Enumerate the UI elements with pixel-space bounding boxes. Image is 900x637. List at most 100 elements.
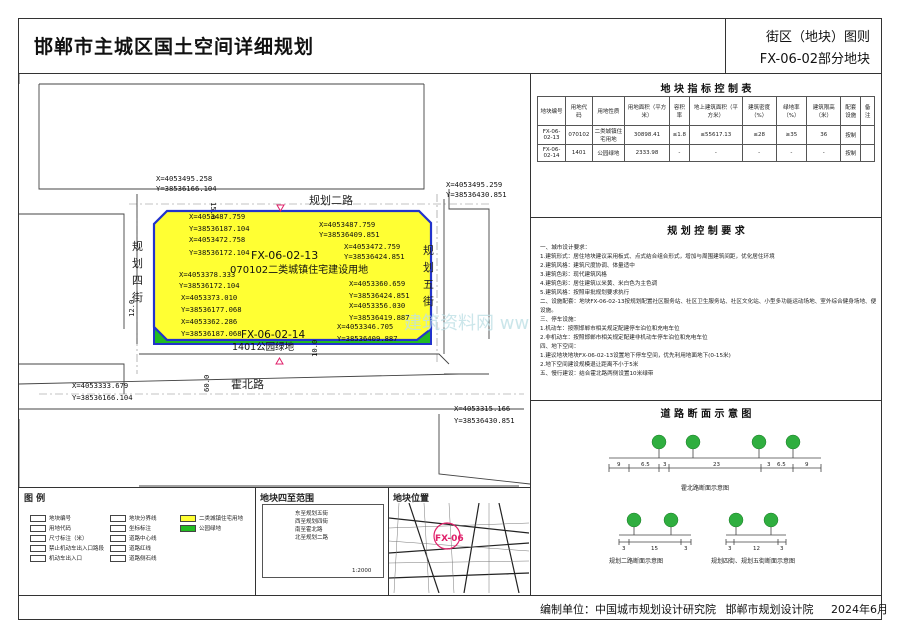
text-label: 2333.98 [624,144,670,162]
text-label: ≤1.8 [668,125,690,145]
legend-title: 图 例 [24,494,46,504]
text-label: X=4053373.010 [181,293,237,302]
section-dim: 3 [767,462,771,468]
text-label: 2.地下空间建设规模退让距离不小于5米 [540,362,639,368]
text-label: 2.建筑风格：建筑尺度协调、体量适中 [540,263,635,269]
watermark: 建筑资料网 www.ljia.com [404,313,530,334]
section-dim: 3 [728,546,732,552]
text-label: 二、设施配套：地块FX-06-02-13按规划配置社区服务站、社区卫生服务站、社… [540,299,876,305]
text-label: Y=38536187.068 [181,329,242,338]
text-label: 容积率 [668,96,690,126]
text-label: X=4053360.659 [349,279,405,288]
road-name-north: 规划二路 [309,193,353,207]
parcel-map: 15.0 12.0 10.0 60.0 规划二路 霍北路 规 划 四 街 规 划… [19,74,530,487]
text-label: 按制 [840,125,862,145]
text-label: 备注 [860,96,875,126]
footer-divider [18,595,882,596]
legend-swatch [110,535,126,542]
section-dim: 6.5 [641,462,650,468]
legend-item: 道路中心线 [110,534,157,542]
range-divider [388,487,389,595]
legend-item: 尺寸标注（米） [30,534,88,542]
text-label: FX-06-02-13 [536,125,567,145]
text-label: 1.建筑形式：居住地块建议采用板式、点式结合组合形式，增加与周围建筑间距，优化居… [540,254,775,260]
footer-prefix: 编制单位： [540,603,595,616]
text-label: 五 [423,278,434,291]
location-title: 地块位置 [393,494,430,504]
parcel-2-use: 1401公园绿地 [232,341,295,353]
text-label: 用地面积（平方米） [624,96,670,126]
scale-label: 1:2000 [352,568,372,574]
location-highlight [433,522,461,550]
location-label: FX-06 [435,534,464,544]
section-caption-right: 规划四街、规划五街断面示意图 [711,557,795,565]
legend-divider [255,487,256,595]
text-label: 街 [423,294,434,308]
text-label: 南至霍北路 [295,527,323,533]
section-dim: 23 [713,462,720,468]
text-label: 3.建筑色彩：现代建筑风格 [540,272,607,278]
text-label: Y=38536430.851 [446,190,507,199]
footer-date: 2024年6月 [831,603,888,616]
text-label: X=4053346.705 [337,322,393,331]
footer-org-2: 邯郸市规划设计院 [725,603,814,616]
table-divider [530,217,882,218]
parcel-park [153,324,432,345]
text-label: ≥35 [775,125,808,145]
text-label: 禁止机动车出入口路段 [49,546,105,552]
text-label: 地块编号 [536,96,567,126]
text-label: ≤28 [741,125,777,145]
text-label: 五、慢行建设：结合霍北路两侧设置10米绿带 [540,371,654,377]
legend-item: 道路侧石线 [110,554,157,562]
text-label: 一、城市设计要求： [540,245,591,251]
text-label: 东至规划五街 [295,511,329,517]
text-label: Y=38536166.104 [72,393,133,402]
text-label: 地上建筑面积（平方米） [688,96,743,126]
section-dim: 6.5 [777,462,786,468]
text-label: 5.建筑风格：按照审批规划要求执行 [540,290,630,296]
text-label: X=4053315.166 [454,404,510,413]
text-label: X=4053472.759 [344,242,400,251]
text-label: 2.非机动车：按照邯郸市相关规定配建非机动车停车泊位和充电车位 [540,335,708,341]
text-label: 1.机动车：按照邯郸市相关规定配建停车泊位和充电车位 [540,326,680,332]
legend-item: 地块编号 [30,514,71,522]
header-divider [18,73,882,74]
legend-item: 机动车出入口 [30,554,82,562]
legend-item: 坐标标注 [110,524,151,532]
road-section-diagrams: 9 6.5 3 23 3 6.5 9 3 15 3 3 12 3 霍北路断面示意… [608,434,822,565]
text-label: Y=38536187.104 [189,224,250,233]
text-label: 尺寸标注（米） [49,536,88,542]
road-name-west: 规 划 四 街 [132,239,143,304]
legend-swatch [30,535,46,542]
text-label: 机动车出入口 [49,556,83,562]
text-label: 用地性质 [591,96,626,126]
legend-swatch [180,515,196,522]
footer-org-1: 中国城市规划设计研究院 [595,603,716,616]
text-label: X=4053487.759 [189,212,245,221]
text-label: 划 [132,257,143,270]
req-divider [530,400,882,401]
text-label: FX-06-02-14 [536,144,567,162]
text-label: 1.建议地块地块FX-06-02-13设置地下停车空间，优先利用地面地下(0-1… [540,353,731,359]
location-map: FX-06 [389,503,529,593]
text-label: Y=38536409.851 [319,230,380,239]
text-label: Y=38536172.104 [189,248,250,257]
text-label: Y=38536424.851 [349,291,410,300]
text-label: 坐标标注 [129,526,152,532]
text-label: X=4053495.258 [156,174,212,183]
legend-swatch [110,515,126,522]
text-label: Y=38536409.887 [337,334,398,343]
legend-item: 二类城镇住宅用地 [180,514,243,522]
surroundings-list: 东至规划五街 西至规划四街 南至霍北路 北至规划二路 [295,510,328,542]
text-label: 公园绿地 [199,526,222,532]
text-label: 30898.41 [624,125,670,145]
index-table: 地块编号用地代码用地性质 用地面积（平方米）容积率地上建筑面积（平方米） 建筑密… [536,96,875,162]
dim-label: 10.0 [310,340,319,357]
dim-label: 15.0 [209,202,218,219]
text-label: 街 [132,290,143,304]
text-label: 用地代码 [49,526,72,532]
legend-item: 地块分界线 [110,514,157,522]
text-label: 36 [806,125,842,145]
legend-swatch [110,545,126,552]
legend-swatch [110,525,126,532]
